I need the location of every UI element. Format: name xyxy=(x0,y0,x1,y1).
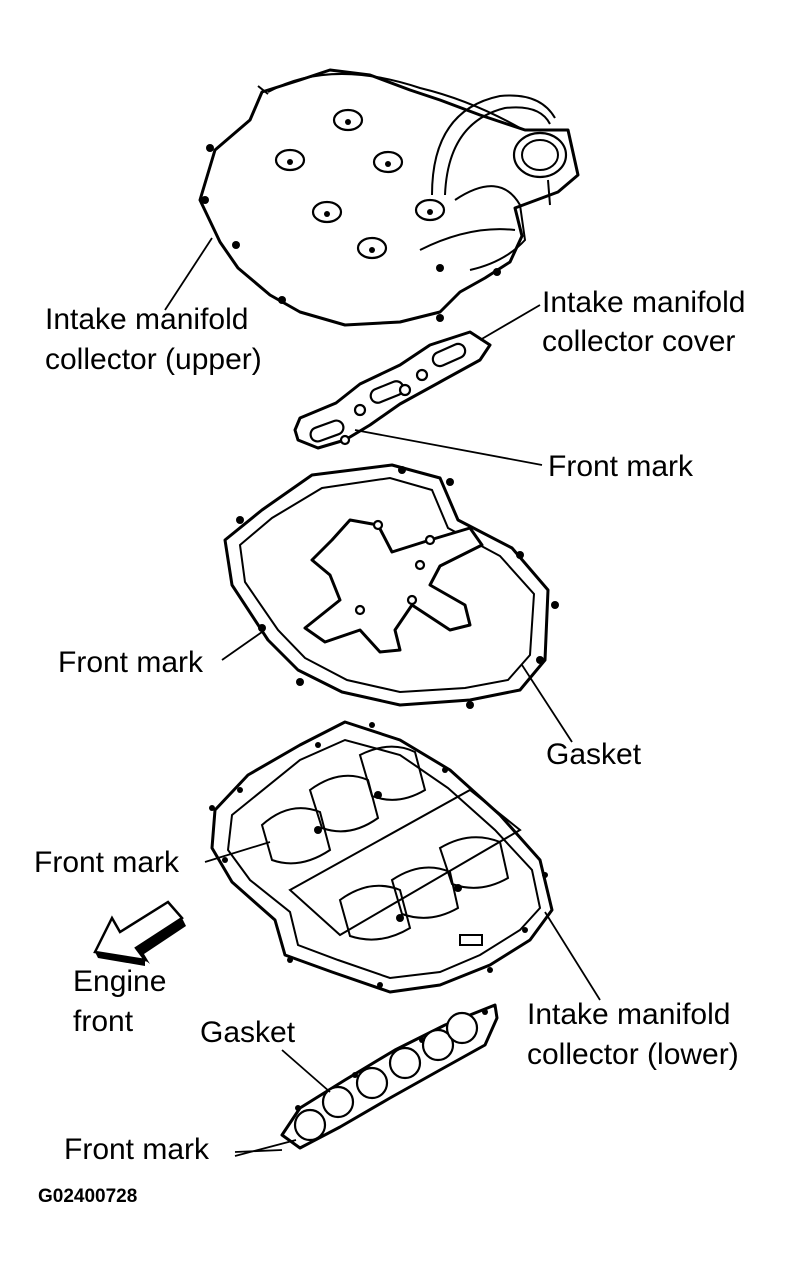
lower-collector-part xyxy=(209,720,554,994)
lower-gasket-part xyxy=(280,1003,499,1150)
label-engine-front-line1: Engine xyxy=(73,965,167,998)
label-front-mark-lower-gasket: Front mark xyxy=(64,1133,210,1166)
figure-code: G02400728 xyxy=(38,1186,138,1207)
label-front-mark-lower-collector: Front mark xyxy=(34,846,180,879)
label-lower-collector-line1: Intake manifold xyxy=(527,998,731,1031)
upper-collector-part xyxy=(198,68,580,327)
label-gasket-lower: Gasket xyxy=(200,1016,296,1049)
label-upper-collector-line2: collector (upper) xyxy=(45,343,262,376)
label-collector-cover-line2: collector cover xyxy=(542,325,736,358)
label-front-mark-cover: Front mark xyxy=(548,450,694,483)
engine-front-arrow-icon xyxy=(93,900,186,966)
leader-lines xyxy=(164,237,601,1157)
label-upper-collector-line1: Intake manifold xyxy=(45,303,249,336)
label-engine-front-line2: front xyxy=(73,1005,134,1038)
collector-cover-part xyxy=(293,330,492,450)
label-front-mark-upper-gasket: Front mark xyxy=(58,646,204,679)
upper-gasket-part xyxy=(223,463,559,709)
label-lower-collector-line2: collector (lower) xyxy=(527,1038,739,1071)
label-gasket-upper: Gasket xyxy=(546,738,642,771)
label-collector-cover-line1: Intake manifold xyxy=(542,286,746,319)
